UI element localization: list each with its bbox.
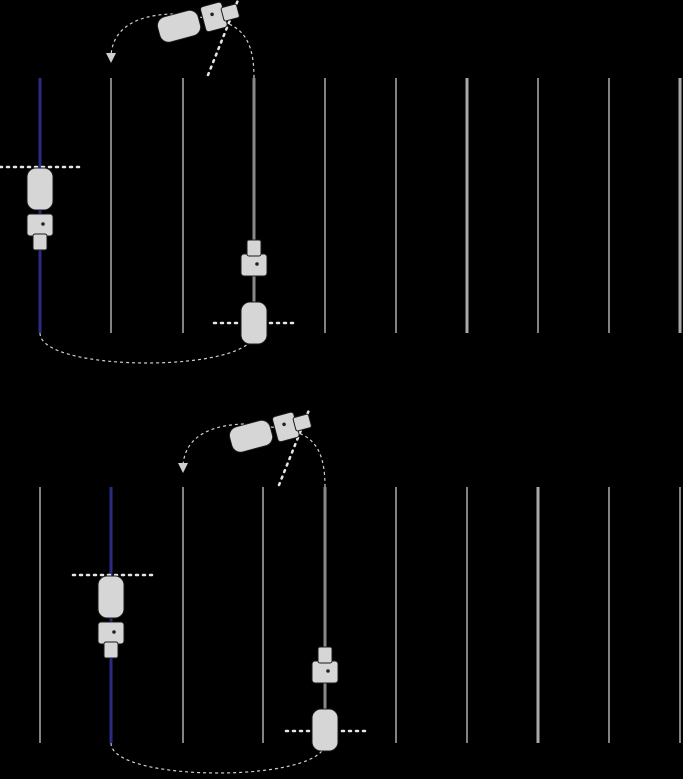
- robot-joint-dot: [210, 12, 214, 17]
- robot-joint-dot: [41, 222, 45, 226]
- robot-neck-module: [103, 641, 119, 659]
- robot-neck-module: [32, 233, 48, 251]
- bottom-panel: [39, 408, 681, 774]
- robot-neck-module: [220, 3, 240, 22]
- start-robot-icon: [26, 167, 54, 251]
- return-path-dashed: [110, 742, 326, 774]
- robot-body-module: [97, 575, 125, 619]
- robot-body-module: [228, 419, 274, 453]
- robot-body-module: [240, 301, 268, 345]
- start-robot-icon: [97, 575, 125, 659]
- end-robot-icon: [311, 646, 339, 752]
- arrowhead-icon: [106, 53, 116, 63]
- robot-neck-module: [292, 413, 312, 432]
- pivot-marker-dotted: [277, 408, 311, 487]
- robot-body-module: [156, 9, 202, 43]
- transfer-path-dashed: [110, 13, 255, 79]
- robot-head-module: [311, 660, 339, 684]
- robot-joint-dot: [255, 262, 259, 266]
- robot-head-module: [240, 253, 268, 277]
- transit-robot-icon: [156, 1, 240, 43]
- robot-body-module: [311, 708, 339, 752]
- robot-body-module: [26, 167, 54, 211]
- robot-joint-dot: [112, 630, 116, 634]
- top-panel: [0, 0, 682, 364]
- robot-joint-dot: [282, 422, 286, 427]
- robot-head-module: [26, 213, 54, 237]
- pivot-marker-dotted: [206, 0, 240, 77]
- end-robot-icon: [240, 239, 268, 345]
- robot-head-module: [97, 621, 125, 645]
- arrowhead-icon: [178, 463, 188, 473]
- transit-robot-icon: [228, 411, 312, 453]
- robot-neck-module: [246, 239, 262, 257]
- transfer-path-dashed: [182, 423, 326, 488]
- robot-neck-module: [317, 646, 333, 664]
- robot-joint-dot: [326, 669, 330, 673]
- return-path-dashed: [39, 332, 255, 364]
